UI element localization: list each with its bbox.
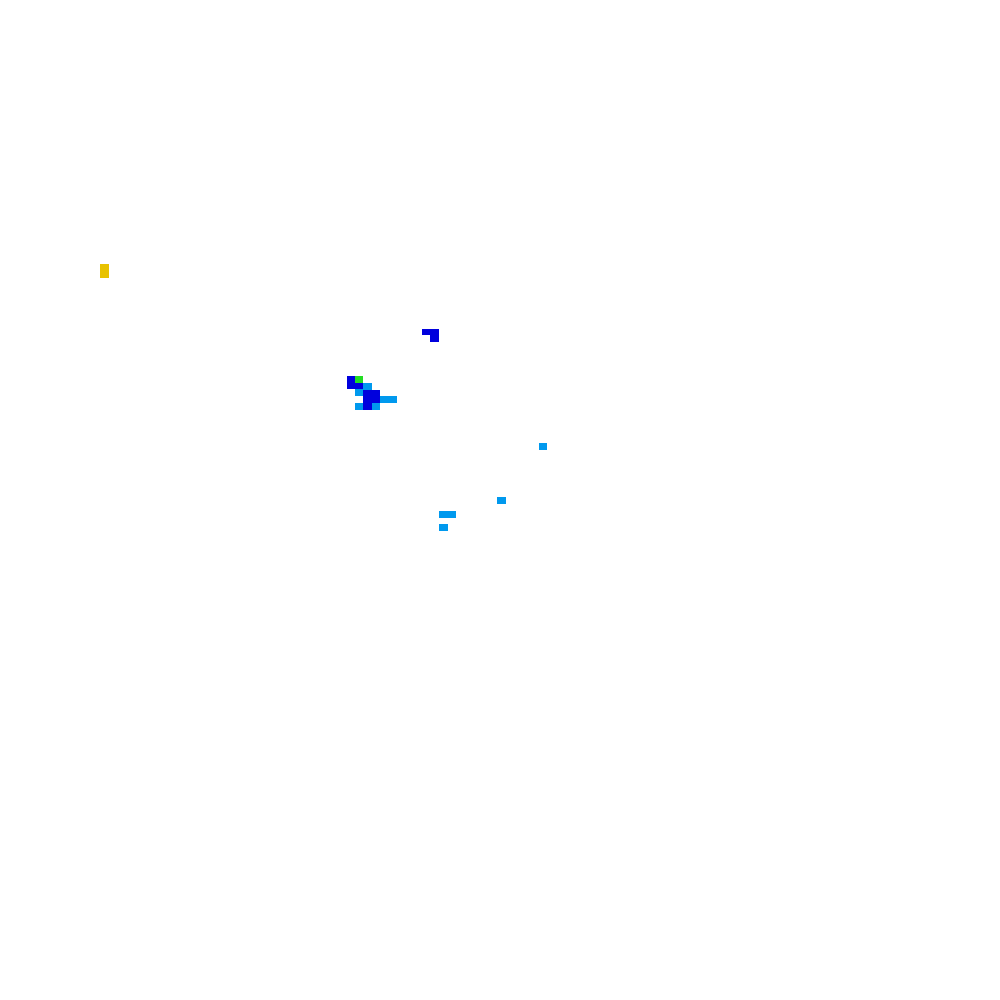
dark-blue-cell — [347, 376, 355, 389]
light-blue-cell — [439, 511, 456, 518]
light-blue-cell — [355, 403, 363, 410]
light-blue-cell — [539, 443, 547, 450]
light-blue-cell — [497, 497, 506, 504]
yellow-cell — [100, 264, 109, 278]
dark-blue-cell — [355, 383, 363, 389]
light-blue-cell — [372, 403, 380, 410]
dark-blue-cell — [363, 390, 380, 403]
light-blue-cell — [439, 524, 448, 531]
light-blue-cell — [380, 396, 397, 403]
dark-blue-cell — [430, 335, 439, 342]
light-blue-cell — [355, 389, 363, 396]
dark-blue-cell — [363, 403, 372, 410]
light-blue-cell — [363, 383, 372, 390]
green-cell — [355, 376, 363, 383]
dark-blue-cell — [422, 329, 439, 335]
